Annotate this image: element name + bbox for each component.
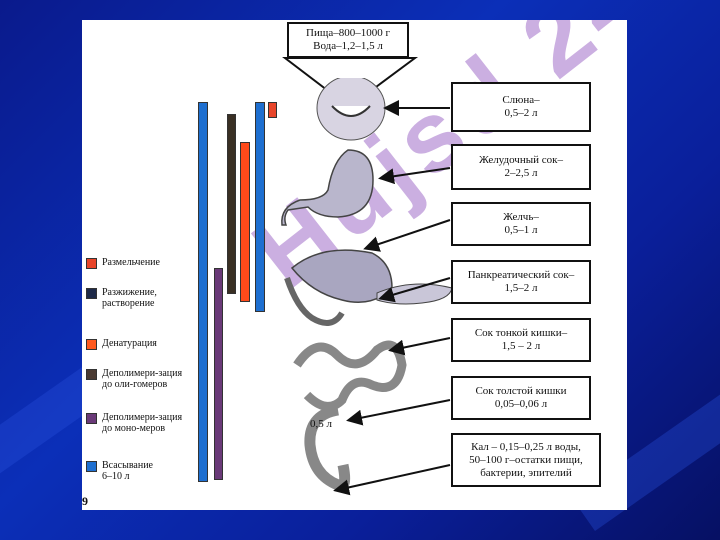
saliva-box: Слюна– 0,5–2 л: [451, 82, 591, 132]
bar-absorption-2: [255, 102, 265, 312]
slide: Hujsd 24 Пища–800–1000 г Вода–1,2–1,5 л …: [82, 20, 627, 510]
mouth-illustration: [316, 78, 386, 141]
bar-liquefaction: [227, 114, 236, 294]
large-intestine-juice-box: Сок толстой кишки 0,05–0,06 л: [451, 376, 591, 420]
colon-volume-label: 0,5 л: [310, 418, 332, 430]
bar-grinding: [268, 102, 277, 118]
bile-box: Желчь– 0,5–1 л: [451, 202, 591, 246]
legend-swatch: [86, 339, 97, 350]
arrows-layer: [333, 100, 451, 496]
feces-box: Кал – 0,15–0,25 л воды, 50–100 г–остатки…: [451, 433, 601, 487]
legend-swatch: [86, 258, 97, 269]
legend-swatch: [86, 369, 97, 380]
pancreatic-juice-box: Панкреатический сок– 1,5–2 л: [451, 260, 591, 304]
stomach-illustration: [281, 149, 374, 226]
food-line: Пища–800–1000 г: [306, 27, 390, 39]
food-box: Пища–800–1000 г Вода–1,2–1,5 л: [287, 22, 409, 58]
page-number: 9: [82, 494, 88, 508]
legend-swatch: [86, 288, 97, 299]
bar-denaturation: [240, 142, 250, 302]
small-intestine-juice-box: Сок тонкой кишки– 1,5 – 2 л: [451, 318, 591, 362]
gastric-juice-box: Желудочный сок– 2–2,5 л: [451, 144, 591, 190]
small-intestine-illustration: [293, 340, 407, 411]
bar-absorption: [198, 102, 208, 482]
legend-swatch: [86, 461, 97, 472]
water-line: Вода–1,2–1,5 л: [313, 40, 383, 52]
legend-swatch: [86, 413, 97, 424]
bar-oligomers: [214, 268, 223, 480]
